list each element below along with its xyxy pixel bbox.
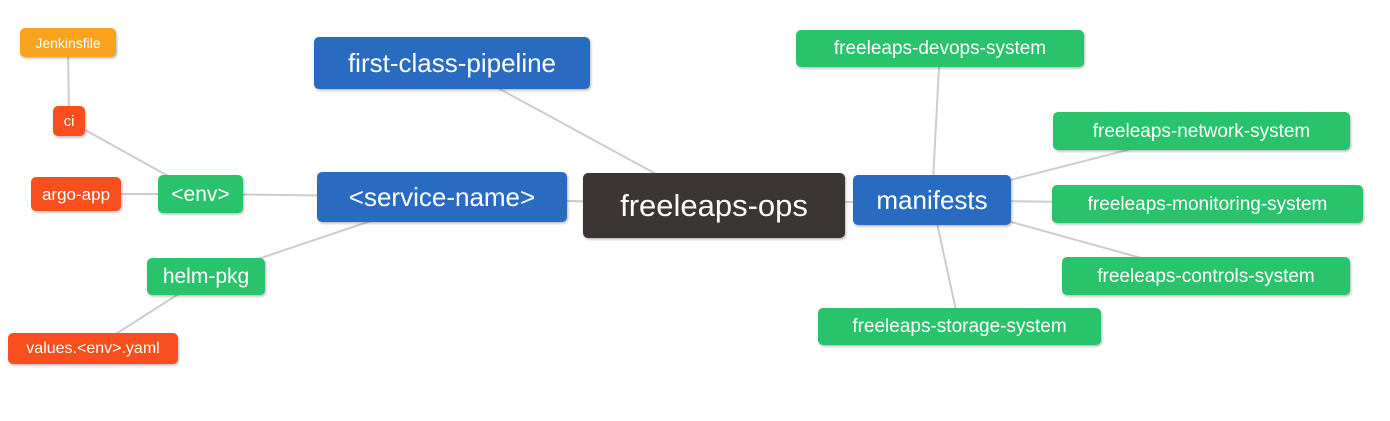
- node-argo-app[interactable]: argo-app: [31, 177, 121, 211]
- node-freeleaps-storage-system[interactable]: freeleaps-storage-system: [818, 308, 1101, 345]
- node-manifests[interactable]: manifests: [853, 175, 1011, 225]
- node-service-name[interactable]: <service-name>: [317, 172, 567, 222]
- node-freeleaps-ops[interactable]: freeleaps-ops: [583, 173, 845, 238]
- edge-manifests-freeleaps-devops-system: [931, 48, 941, 201]
- node-env[interactable]: <env>: [158, 175, 243, 213]
- node-first-class-pipeline[interactable]: first-class-pipeline: [314, 37, 590, 89]
- node-freeleaps-monitoring-system[interactable]: freeleaps-monitoring-system: [1052, 185, 1363, 223]
- node-values-env-yaml[interactable]: values.<env>.yaml: [8, 333, 178, 364]
- node-jenkinsfile[interactable]: Jenkinsfile: [20, 28, 116, 57]
- node-freeleaps-network-system[interactable]: freeleaps-network-system: [1053, 112, 1350, 150]
- node-freeleaps-devops-system[interactable]: freeleaps-devops-system: [796, 30, 1084, 67]
- node-freeleaps-controls-system[interactable]: freeleaps-controls-system: [1062, 257, 1350, 295]
- node-ci[interactable]: ci: [53, 106, 85, 136]
- node-helm-pkg[interactable]: helm-pkg: [147, 258, 265, 295]
